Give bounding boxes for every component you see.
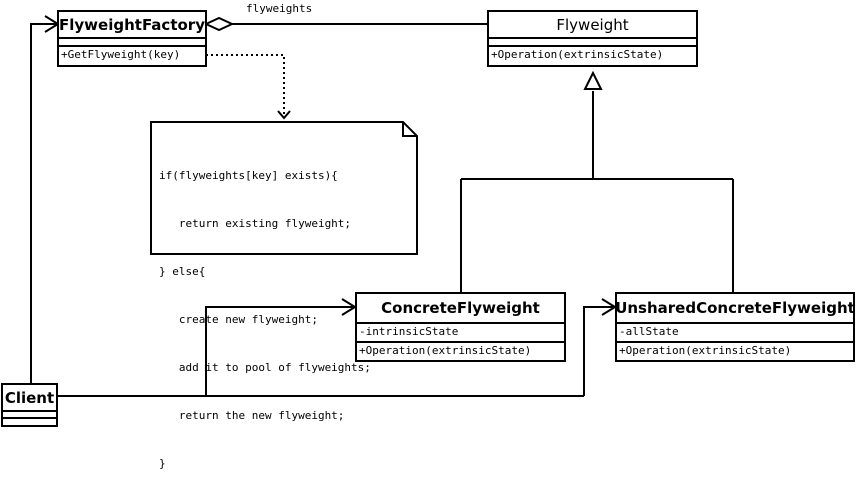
client-factory-line — [30, 23, 58, 383]
flyweight-factory-name: FlyweightFactory — [59, 15, 205, 34]
flyweight-name: Flyweight — [556, 15, 629, 34]
note-line: add it to pool of flyweights; — [159, 361, 371, 374]
flyweight-factory-header: FlyweightFactory — [59, 12, 205, 39]
note-shape — [150, 121, 418, 255]
note-link-line — [206, 54, 285, 117]
association-label: flyweights — [246, 2, 313, 15]
note: if(flyweights[key] exists){ return exist… — [159, 136, 371, 504]
concrete-flyweight-operations: +Operation(extrinsicState) — [357, 343, 564, 360]
concrete-flyweight-header: ConcreteFlyweight — [357, 294, 564, 324]
client-operations — [3, 419, 56, 425]
unshared-concrete-flyweight-header: UnsharedConcreteFlyweight — [615, 294, 855, 324]
flyweight-attributes — [489, 39, 696, 47]
client-attributes — [3, 412, 56, 419]
concrete-flyweight-attributes: -intrinsicState — [357, 324, 564, 343]
class-flyweight[interactable]: Flyweight +Operation(extrinsicState) — [487, 10, 698, 67]
concrete-flyweight-attribute: -intrinsicState — [359, 325, 459, 338]
aggregation-diamond — [203, 16, 235, 32]
client-unshared-line — [583, 306, 615, 396]
unshared-concrete-flyweight-name: UnsharedConcreteFlyweight — [615, 299, 855, 317]
concrete-flyweight-name: ConcreteFlyweight — [381, 299, 540, 317]
flyweight-factory-operation: +GetFlyweight(key) — [61, 48, 181, 61]
note-line: if(flyweights[key] exists){ — [159, 169, 338, 182]
class-client[interactable]: Client — [1, 383, 58, 427]
note-line: return existing flyweight; — [159, 217, 352, 230]
flyweight-header: Flyweight — [489, 12, 696, 39]
note-line: } else{ — [159, 265, 206, 278]
concrete-flyweight-operation: +Operation(extrinsicState) — [359, 344, 532, 357]
note-line: return the new flyweight; — [159, 409, 345, 422]
client-name: Client — [4, 388, 55, 407]
class-unshared-concrete-flyweight[interactable]: UnsharedConcreteFlyweight -allState +Ope… — [615, 292, 855, 362]
unshared-concrete-flyweight-operation: +Operation(extrinsicState) — [619, 344, 792, 357]
note-line: } — [159, 457, 166, 470]
uml-diagram: flyweights FlyweightFactory +GetFlyweigh… — [1, 2, 855, 470]
client-header: Client — [3, 385, 56, 412]
note-fold — [402, 122, 417, 137]
client-concrete-line — [205, 306, 355, 396]
unshared-concrete-flyweight-attribute: -allState — [619, 325, 679, 338]
flyweight-operations: +Operation(extrinsicState) — [489, 47, 696, 65]
flyweight-factory-attributes — [59, 39, 205, 47]
class-flyweight-factory[interactable]: FlyweightFactory +GetFlyweight(key) — [57, 10, 207, 67]
class-concrete-flyweight[interactable]: ConcreteFlyweight -intrinsicState +Opera… — [355, 292, 566, 362]
note-line: create new flyweight; — [159, 313, 318, 326]
note-link-arrow — [277, 110, 291, 120]
flyweight-factory-operations: +GetFlyweight(key) — [59, 47, 205, 65]
unshared-concrete-flyweight-operations: +Operation(extrinsicState) — [617, 343, 853, 360]
generalization-triangle — [583, 70, 603, 90]
unshared-concrete-flyweight-attributes: -allState — [617, 324, 853, 343]
flyweight-operation: +Operation(extrinsicState) — [491, 48, 664, 61]
